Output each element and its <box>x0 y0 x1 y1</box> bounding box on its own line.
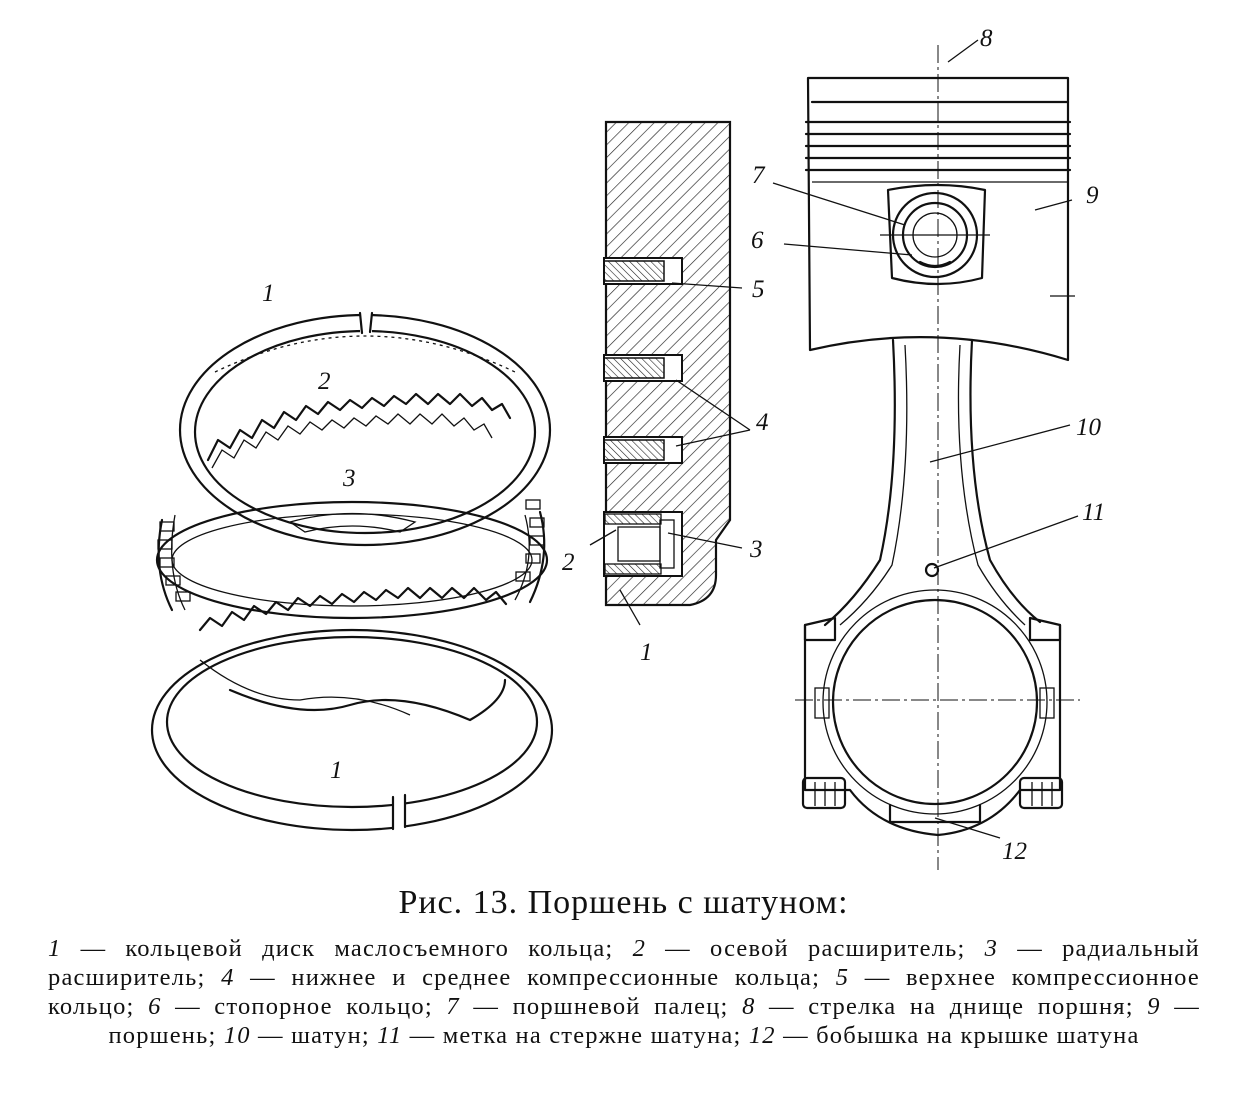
legend-item-text: — поршневой палец; <box>459 993 743 1020</box>
label-rod-9: 9 <box>1086 182 1099 209</box>
legend-item-text: — нижнее и среднее компрессионные кольца… <box>234 964 836 991</box>
expander-teeth-right <box>515 499 545 582</box>
piston-cross-section: 5 4 3 2 1 <box>562 120 769 666</box>
label-radial-expander-3: 3 <box>342 465 356 492</box>
piston-rod-diagram: 1 2 3 1 5 <box>150 25 1105 870</box>
legend-item-text: — стрелка на днище поршня; <box>755 993 1148 1020</box>
legend-item-text: — верхнее компрессионное кольцо; <box>48 964 1200 1020</box>
label-rod-12: 12 <box>1002 838 1027 865</box>
legend-item-number: 4 <box>221 964 235 991</box>
legend-item-text: — радиальный расширитель; <box>48 935 1200 991</box>
connecting-rod <box>801 338 1064 837</box>
legend-item-number: 8 <box>742 993 756 1020</box>
legend-item-text: — стопорное кольцо; <box>161 993 447 1020</box>
bottom-ring-disc <box>150 628 554 832</box>
label-section-2: 2 <box>562 549 575 576</box>
label-rod-7: 7 <box>752 162 766 189</box>
legend-item-number: 10 <box>223 1022 251 1049</box>
piston-with-rod: 8 7 6 9 10 11 12 <box>751 25 1105 870</box>
rod-bolt-right <box>1018 776 1064 810</box>
label-section-3: 3 <box>749 536 763 563</box>
label-section-1: 1 <box>640 639 653 666</box>
label-axial-expander-2: 2 <box>318 368 331 395</box>
label-top-ring-1: 1 <box>262 280 275 307</box>
legend-item-number: 12 <box>748 1022 776 1049</box>
legend-item-number: 3 <box>984 935 999 962</box>
legend-item-text: — кольцевой диск маслосъемного кольца; <box>61 935 633 962</box>
groove-ring-4-upper <box>603 354 683 382</box>
label-rod-11: 11 <box>1082 499 1105 526</box>
radial-expander <box>155 499 549 620</box>
piston-pin <box>880 183 990 286</box>
legend-item-text: — шатун; <box>250 1022 378 1049</box>
label-rod-8: 8 <box>980 25 993 52</box>
legend-item-number: 11 <box>377 1022 403 1049</box>
groove-ring-5 <box>603 257 683 285</box>
oil-ring-assembly: 1 2 3 1 <box>150 280 554 832</box>
top-ring-disc <box>178 311 552 547</box>
legend-item-text: — осевой расширитель; <box>646 935 985 962</box>
legend-item-number: 7 <box>446 993 460 1020</box>
legend-item-number: 6 <box>148 993 162 1020</box>
figure-caption-legend: 1 — кольцевой диск маслосъемного кольца;… <box>48 934 1200 1050</box>
figure-caption-title: Рис. 13. Поршень с шатуном: <box>398 884 849 921</box>
label-section-5: 5 <box>752 276 765 303</box>
label-section-4: 4 <box>756 409 769 436</box>
groove-ring-4-lower <box>603 436 683 464</box>
expander-teeth-left <box>157 521 191 602</box>
legend-item-number: 2 <box>632 935 647 962</box>
legend-item-text: — поршень; <box>108 993 1200 1049</box>
rod-bolt-left <box>801 776 847 810</box>
legend-item-text: — бобышка на крышке шатуна <box>775 1022 1140 1049</box>
legend-item-number: 1 <box>48 935 62 962</box>
groove-oil-ring <box>603 511 683 577</box>
label-bottom-ring-1: 1 <box>330 757 343 784</box>
legend-item-text: — метка на стержне шатуна; <box>402 1022 749 1049</box>
legend-item-number: 9 <box>1147 993 1161 1020</box>
legend-item-number: 5 <box>835 964 850 991</box>
label-rod-10: 10 <box>1076 414 1102 441</box>
label-rod-6: 6 <box>751 227 764 254</box>
axial-expander <box>206 392 512 469</box>
piston-body <box>804 76 1075 362</box>
